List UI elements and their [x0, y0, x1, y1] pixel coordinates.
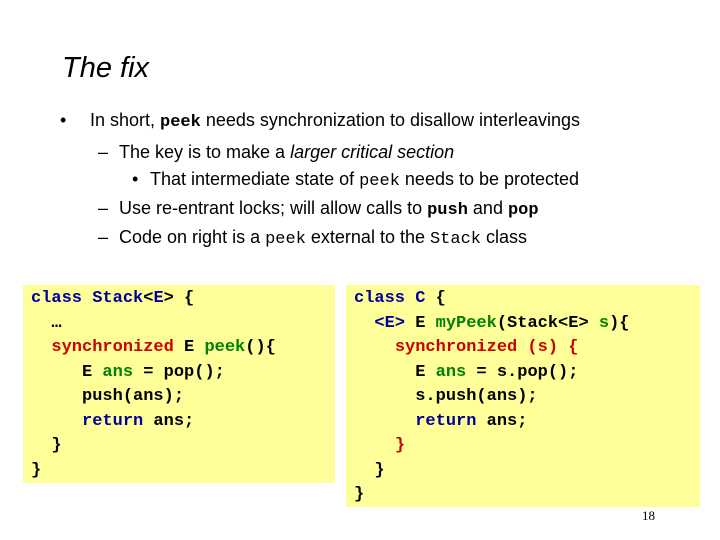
code-text: E [405, 313, 436, 333]
dash-marker: – [98, 198, 109, 218]
code-text [354, 363, 415, 382]
code-variable: ans [102, 362, 134, 382]
code-text [354, 412, 415, 431]
code-keyword: class [31, 289, 83, 308]
code-typeparam: <E> [374, 313, 406, 333]
slide-title: The fix [62, 52, 150, 84]
code-text [405, 289, 415, 308]
code-keyword: return [415, 411, 477, 431]
code-typeparam: E [153, 289, 164, 308]
code-method: peek [204, 338, 246, 357]
code-text: = s.pop(); [466, 362, 579, 382]
bullet-text: and [467, 198, 508, 218]
bullet-text: Use re-entrant locks; will allow calls t… [119, 198, 428, 218]
code-text: ans; [476, 411, 528, 431]
code-text: > [163, 289, 174, 308]
code-text [354, 436, 395, 455]
bullet-marker: • [60, 110, 67, 130]
code-text: } [354, 460, 385, 480]
code-text: } [31, 460, 42, 480]
code-classname: Stack [92, 289, 144, 308]
inline-code: peek [359, 172, 400, 191]
code-text [31, 412, 82, 431]
code-text: } [31, 436, 62, 455]
inline-code: push [427, 201, 468, 220]
code-block-mypeek: class C { <E> E myPeek(Stack<E> s){ sync… [346, 285, 700, 507]
bullet-item: • In short, peek needs synchronization to… [60, 110, 580, 132]
sub-bullet-item: –The key is to make a larger critical se… [98, 142, 454, 163]
bullet-text: Code on right is a [119, 227, 266, 247]
bullet-text: The key is to make a [119, 142, 291, 162]
code-text: ){ [609, 313, 630, 333]
code-text: ans; [143, 411, 195, 431]
code-text: push(ans); [31, 387, 185, 406]
dash-marker: – [98, 227, 109, 247]
code-text: } [354, 485, 365, 504]
sub-bullet-item: –Use re-entrant locks; will allow calls … [98, 198, 539, 220]
code-classname: C [415, 289, 426, 308]
code-variable: ans [435, 362, 467, 382]
bullet-text: needs synchronization to disallow interl… [200, 110, 581, 130]
code-text [82, 289, 92, 308]
code-text: … [31, 313, 62, 333]
code-keyword: synchronized [51, 338, 174, 357]
inline-code: pop [507, 201, 539, 220]
code-text [354, 338, 395, 357]
bullet-text: In short, [90, 110, 161, 130]
code-text [31, 338, 51, 357]
emphasis-text: larger critical section [290, 142, 455, 162]
code-method: myPeek [435, 313, 497, 333]
code-text: = pop(); [133, 362, 225, 382]
code-text: (){ [245, 338, 276, 357]
inline-code: peek [265, 230, 306, 249]
bullet-text: That intermediate state of [150, 169, 360, 189]
code-block-stack: class Stack<E> { … synchronized E peek()… [23, 285, 335, 483]
code-variable: s [598, 313, 610, 333]
code-brace: } [394, 436, 406, 455]
code-text: { [425, 289, 446, 308]
code-text: E [82, 362, 103, 382]
page-number: 18 [642, 508, 655, 523]
dash-marker: – [98, 142, 109, 162]
code-text: s.push(ans); [354, 387, 538, 406]
code-text [31, 363, 82, 382]
code-text: E [173, 338, 205, 357]
sub-bullet-item: –Code on right is a peek external to the… [98, 227, 527, 249]
bullet-text: needs to be protected [399, 169, 580, 189]
code-keyword: return [82, 411, 144, 431]
code-text: (Stack<E> [496, 313, 599, 333]
bullet-marker: • [132, 169, 139, 189]
bullet-text: class [481, 227, 528, 247]
code-text [354, 314, 374, 333]
inline-code: Stack [429, 230, 481, 249]
inline-code: peek [160, 113, 201, 132]
code-text: E [415, 362, 436, 382]
code-keyword: class [354, 289, 406, 308]
bullet-text: external to the [305, 227, 430, 247]
code-keyword: synchronized (s) { [394, 338, 579, 357]
code-text: < [143, 289, 154, 308]
code-text: { [173, 289, 195, 308]
sub-sub-bullet-item: • That intermediate state of peek needs t… [132, 169, 579, 191]
